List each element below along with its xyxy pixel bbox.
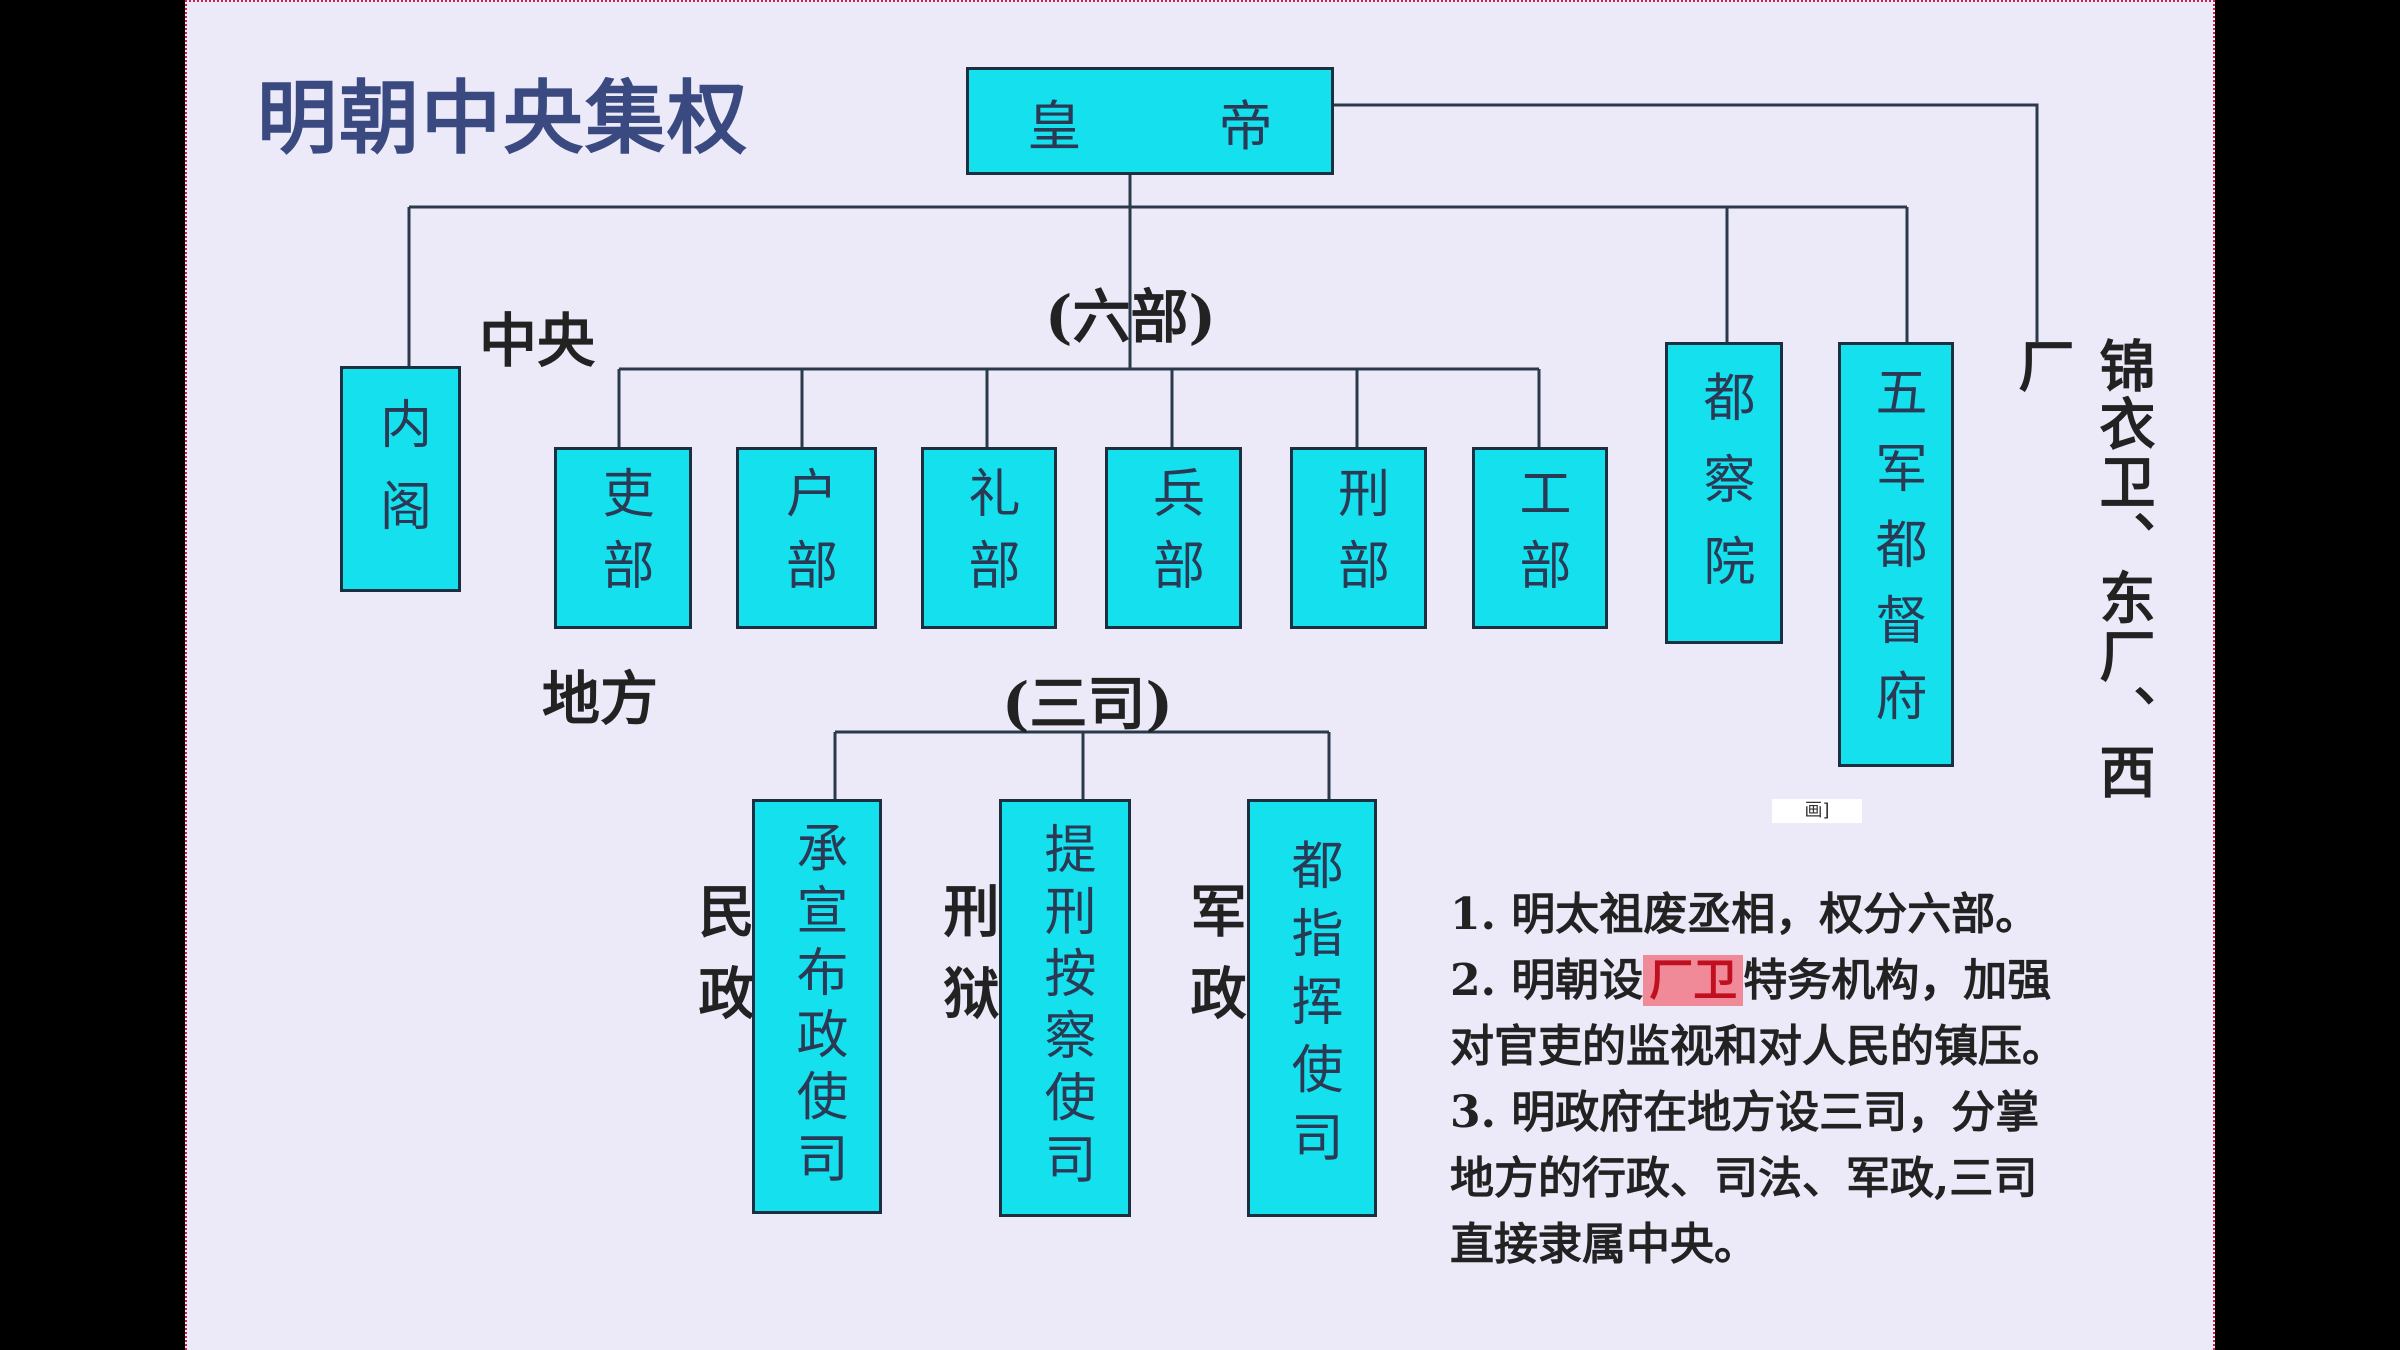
gongbu-box: 工部 [1472,447,1608,629]
jinyiwei-label: 锦衣卫、东厂、西厂 [2009,337,2156,801]
note-line-5: 地方的行政、司法、军政,三司 [1450,1153,2038,1204]
duchayuan-box: 都察院 [1665,342,1783,644]
libu-rites-box: 礼部 [921,447,1057,629]
note-line-4: 3. 明政府在地方设三司，分掌 [1450,1087,2040,1138]
tixing-box: 提刑按察使司 [999,799,1131,1217]
chengxuan-label: 承宣布政使司 [787,820,847,1193]
emperor-label: 皇 帝 [1027,94,1333,158]
junzheng-label: 军政 [1181,882,1247,1046]
page-title: 明朝中央集权 [257,72,749,165]
note-line-2-post: 特务机构，加强 [1743,955,2052,1006]
tixing-label: 提刑按察使司 [1035,822,1095,1194]
note-line-3: 对官吏的监视和对人民的镇压。 [1450,1021,2066,1072]
note-highlight: 厂卫 [1643,955,1744,1006]
hubu-label: 户部 [776,466,837,610]
minzheng-label: 民政 [689,882,755,1046]
neige-box: 内阁 [340,366,461,592]
duzhihui-label: 都指挥使司 [1282,838,1342,1178]
sansi-label: (三司) [1002,670,1173,738]
note-line-2: 2. 明朝设厂卫特务机构，加强 [1450,948,2170,1014]
bingbu-label: 兵部 [1143,466,1204,610]
wujun-label: 五军都督府 [1866,364,1926,745]
duchayuan-label: 都察院 [1694,370,1754,616]
xingbu-label: 刑部 [1328,466,1389,610]
libu-official-box: 吏部 [554,447,692,629]
xingyu-label: 刑狱 [934,882,1000,1046]
note-line-2-pre: 2. 明朝设 [1450,955,1644,1006]
zhongyang-label: 中央 [479,307,596,375]
difang-label: 地方 [542,665,659,733]
connector-lines [407,103,2039,802]
liubu-label: (六部) [1045,283,1216,351]
note-line-1: 1. 明太祖废丞相，权分六部。 [1450,889,2040,940]
bingbu-box: 兵部 [1105,447,1242,629]
duzhihui-box: 都指挥使司 [1247,799,1377,1217]
chengxuan-box: 承宣布政使司 [752,799,882,1214]
emperor-box: 皇 帝 [966,67,1334,175]
libu-rites-label: 礼部 [959,466,1019,610]
note-line-6: 直接隶属中央。 [1450,1219,1758,1270]
neige-label: 内阁 [370,397,431,561]
slide: 明朝中央集权 皇 帝 (六部) 中央 地方 (三司) 内阁 吏部 户部 礼部 兵… [185,0,2215,1350]
gongbu-label: 工部 [1510,466,1570,610]
wujun-box: 五军都督府 [1838,342,1954,767]
small-tag: 画] [1772,799,1862,823]
libu-official-label: 吏部 [593,466,653,610]
hubu-box: 户部 [736,447,877,629]
notes-block: 1. 明太祖废丞相，权分六部。 2. 明朝设厂卫特务机构，加强 对官吏的监视和对… [1450,882,2170,1278]
xingbu-box: 刑部 [1290,447,1427,629]
